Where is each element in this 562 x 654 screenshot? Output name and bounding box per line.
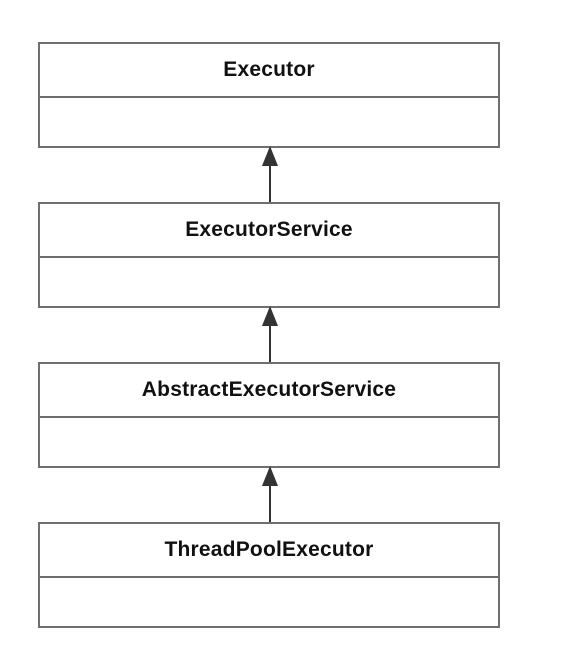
- class-body: [40, 418, 498, 466]
- class-box-thread-pool-executor: ThreadPoolExecutor: [38, 522, 500, 628]
- class-box-executor: Executor: [38, 42, 500, 148]
- class-name: AbstractExecutorService: [40, 364, 498, 418]
- class-name: Executor: [40, 44, 498, 98]
- class-body: [40, 258, 498, 306]
- class-body: [40, 578, 498, 626]
- class-name: ExecutorService: [40, 204, 498, 258]
- class-box-executor-service: ExecutorService: [38, 202, 500, 308]
- class-body: [40, 98, 498, 146]
- class-name: ThreadPoolExecutor: [40, 524, 498, 578]
- class-box-abstract-executor-service: AbstractExecutorService: [38, 362, 500, 468]
